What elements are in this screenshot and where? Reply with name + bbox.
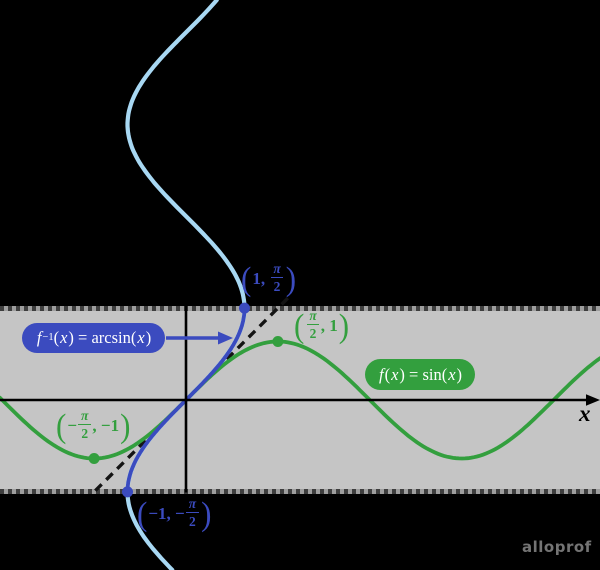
key-point (88, 453, 100, 464)
paren: ( (137, 494, 148, 533)
paren: ) (285, 259, 297, 298)
numerator: π (309, 308, 317, 323)
sin-label-open-paren: ( (384, 364, 391, 384)
key-point (272, 336, 284, 347)
value: , −1 (92, 415, 120, 435)
sin-label-close-paren: ) (456, 364, 463, 384)
range-band-bottom-edge (0, 489, 600, 494)
arcsin-label-open-paren: ( (53, 328, 60, 347)
sin-label-x: x (391, 364, 399, 384)
sin-label-f: f (378, 364, 384, 384)
paren: ( (294, 306, 305, 345)
label-arrow (166, 331, 233, 345)
paren: ) (120, 406, 131, 445)
key-point (239, 302, 250, 314)
x-axis-arrowhead-icon (586, 394, 600, 406)
numerator: π (81, 408, 89, 423)
denominator: 2 (270, 277, 284, 295)
value: , 1 (320, 315, 338, 335)
arcsin-function-label: f−1(x) = arcsin(x) (22, 323, 165, 353)
arcsin-label-close-paren: ) (145, 328, 152, 347)
denominator: 2 (306, 324, 320, 342)
sign: − (67, 415, 78, 435)
sin-label-equals: ) = sin( (399, 364, 448, 384)
arcsin-label-x: x (60, 328, 68, 347)
x-axis-label: x (579, 401, 591, 426)
numerator: π (188, 496, 197, 511)
range-band-top-edge (0, 306, 600, 311)
alloprof-watermark: alloprof (522, 538, 592, 556)
arcsin-label-x2: x (137, 328, 145, 347)
denominator: 2 (78, 424, 92, 442)
axes (0, 304, 600, 493)
value: 1, (252, 268, 270, 288)
paren: ( (56, 406, 67, 445)
key-point (122, 486, 133, 498)
arcsin-label-f: f (36, 328, 42, 347)
paren: ) (201, 494, 212, 533)
value: −1, − (148, 503, 185, 523)
key-points (88, 302, 284, 498)
denominator: 2 (186, 512, 199, 530)
sin-label-x2: x (448, 364, 456, 384)
label-arrow-head-icon (218, 331, 233, 345)
arcsin-label-equals: ) = arcsin( (68, 328, 137, 347)
numerator: π (273, 261, 281, 276)
sine-curve (0, 339, 600, 461)
paren: ( (241, 259, 252, 298)
sin-function-label: f(x) = sin(x) (365, 359, 475, 390)
paren: ) (338, 306, 350, 345)
